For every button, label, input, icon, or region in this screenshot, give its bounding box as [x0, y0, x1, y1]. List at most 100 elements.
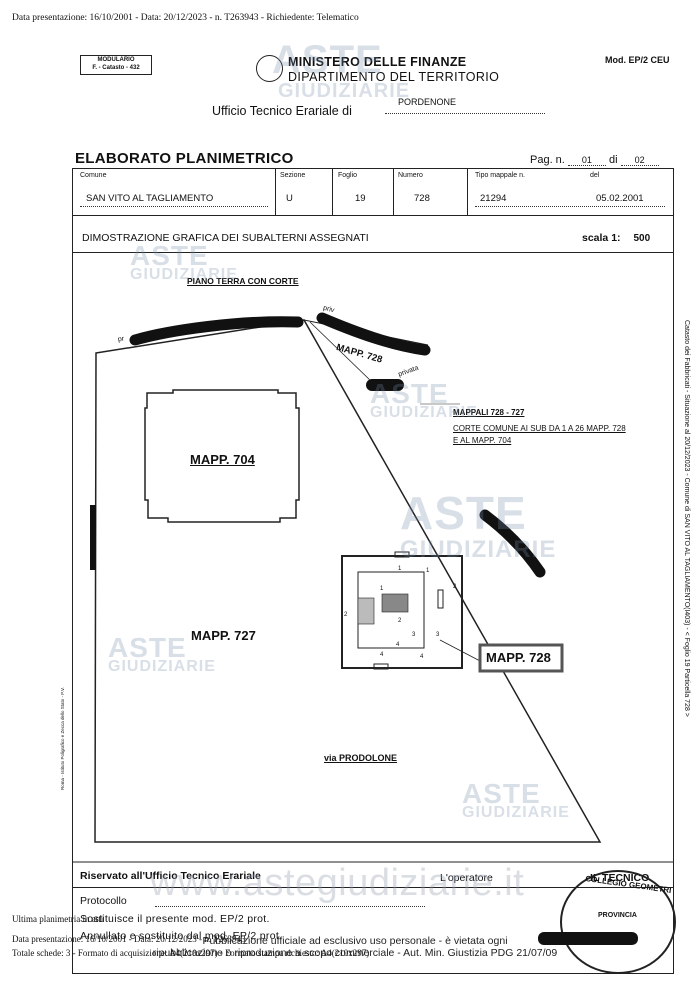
header-numero: Numero: [398, 172, 423, 179]
watermark-brand-sub: GIUDIZIARIE: [462, 804, 570, 821]
document-title: ELABORATO PLANIMETRICO: [75, 150, 294, 167]
scale-value: 500: [633, 233, 651, 244]
office-city: PORDENONE: [398, 97, 457, 107]
watermark-brand: ASTE: [130, 240, 209, 271]
watermark-brand-sub: GIUDIZIARIE: [108, 658, 216, 675]
date-underline: [475, 206, 665, 207]
stair-block: [381, 593, 409, 613]
sub-number: 3: [412, 632, 416, 638]
reserved-label: Riservato all'Ufficio Tecnico Erariale: [80, 870, 261, 882]
watermark-brand: ASTE: [462, 778, 541, 809]
watermark-brand: ASTE: [108, 632, 187, 663]
publication-notice: Pubblicazione ufficiale ad esclusivo uso…: [150, 935, 560, 959]
sub-number: 4: [396, 642, 400, 648]
parcel-edge: [309, 321, 373, 383]
section-title: DIMOSTRAZIONE GRAFICA DEI SUBALTERNI ASS…: [82, 232, 369, 244]
col-divider: [275, 168, 276, 215]
section-divider: [72, 252, 674, 253]
professional-stamp: [560, 870, 676, 974]
parcel-outline: [94, 319, 602, 843]
emblem-icon: [256, 55, 283, 82]
value-comune: SAN VITO AL TAGLIAMENTO: [86, 193, 214, 204]
corte-line-1: CORTE COMUNE AI SUB DA 1 A 26 MAPP. 728: [453, 424, 626, 433]
presentation-line: Data presentazione: 16/10/2001 - Data: 2…: [12, 13, 359, 23]
redaction-mark: [129, 316, 304, 346]
sub-number: 2: [398, 618, 402, 624]
header-foglio: Foglio: [338, 172, 358, 179]
reserved-divider: [72, 887, 674, 888]
notice-line-1: Pubblicazione ufficiale ad esclusivo uso…: [202, 935, 508, 947]
modulario-label: MODULARIO: [97, 57, 135, 63]
mapp-704-label: MAPP. 704: [190, 452, 255, 467]
watermark-url: www.astegiudiziarie.it: [150, 862, 525, 904]
header-tipo-mappale: Tipo mappale n.: [475, 172, 525, 179]
watermark-brand-sub: GIUDIZIARIE: [400, 536, 557, 563]
header-sezione: Sezione: [280, 172, 306, 179]
watermark-brand: ASTE: [400, 487, 527, 539]
model-code: Mod. EP/2 CEU: [605, 55, 670, 65]
scale-label: scala 1:: [582, 232, 621, 244]
info-table-bottom: [72, 215, 674, 216]
office-underline: [385, 113, 545, 114]
annullato-label: Annullato e sostituito dal mod. EP/2 pro…: [80, 930, 283, 942]
header-comune: Comune: [80, 172, 107, 179]
mapp-728-box-label: MAPP. 728: [486, 650, 551, 665]
col-divider: [467, 168, 468, 215]
stair-block: [357, 597, 375, 625]
footer-line-1: Ultima planimetria in atti: [12, 914, 104, 924]
sostituisce-label: Sostituisce il presente mod. EP/2 prot.: [80, 913, 270, 925]
protocollo-line: [155, 906, 425, 907]
comune-underline: [80, 206, 268, 207]
sub-number: 2: [453, 584, 457, 590]
sub-number: 3: [436, 632, 440, 638]
value-del: 05.02.2001: [596, 193, 644, 204]
sub-number: 2: [344, 612, 348, 618]
building-728-porch: [394, 551, 410, 558]
col-divider: [393, 168, 394, 215]
page-total: 02: [620, 155, 659, 166]
operator-label: L'operatore: [440, 872, 493, 884]
department-title: DIPARTIMENTO DEL TERRITORIO: [288, 70, 500, 84]
floor-label: PIANO TERRA CON CORTE: [187, 276, 299, 286]
sub-number: 4: [420, 654, 424, 660]
watermark-brand-sub: GIUDIZIARIE: [130, 266, 238, 283]
value-numero: 728: [414, 193, 430, 204]
watermark-brand-sub: GIUDIZIARIE: [370, 404, 478, 421]
building-728-porch: [437, 589, 444, 609]
street-label: via PRODOLONE: [324, 753, 398, 763]
page-label: Pag. n.: [530, 154, 565, 166]
watermark-brand: ASTE: [370, 378, 449, 409]
building-704: [144, 389, 300, 523]
scale-indicator: scala 1: 500: [582, 232, 650, 244]
modulario-box: MODULARIO F. - Catasto - 432: [80, 55, 152, 75]
value-tipo-mappale: 21294: [480, 193, 507, 204]
office-label: Ufficio Tecnico Erariale di: [212, 104, 352, 118]
stamp-province: PROVINCIA: [598, 912, 637, 919]
sub-number: 1: [380, 586, 384, 592]
page-indicator: Pag. n. 01 di 02: [530, 154, 659, 166]
left-note: Roma - Istituto Poligrafico e Zecca dell…: [60, 687, 65, 790]
sub-number: 1: [426, 568, 430, 574]
protocollo-label: Protocollo: [80, 895, 127, 907]
sub-number: 1: [398, 566, 402, 572]
mappali-label: MAPPALI 728 - 727: [453, 408, 525, 417]
building-728-porch: [373, 663, 389, 670]
redaction-mark: [479, 509, 546, 578]
header-del: del: [590, 172, 600, 179]
mapp-727-label: MAPP. 727: [191, 628, 256, 643]
footer-line-2: Data presentazione: 16/10/2001 - Data: 2…: [12, 934, 246, 944]
footer-line-3: Totale schede: 3 - Formato di acquisizio…: [12, 948, 370, 958]
pr-label: pr: [117, 335, 125, 344]
leader-line: [439, 639, 483, 663]
form-frame: [72, 168, 674, 974]
value-foglio: 19: [355, 193, 366, 204]
mapp-728-box: [478, 643, 564, 673]
side-note: Catasto dei Fabbricati - Situazione al 2…: [683, 320, 690, 717]
col-divider: [332, 168, 333, 215]
redaction-mark: [538, 932, 638, 945]
modulario-code: F. - Catasto - 432: [92, 65, 140, 71]
of-label: di: [608, 154, 618, 166]
watermark-brand-sub: GIUDIZIARIE: [278, 80, 411, 102]
sub-number: 4: [380, 652, 384, 658]
